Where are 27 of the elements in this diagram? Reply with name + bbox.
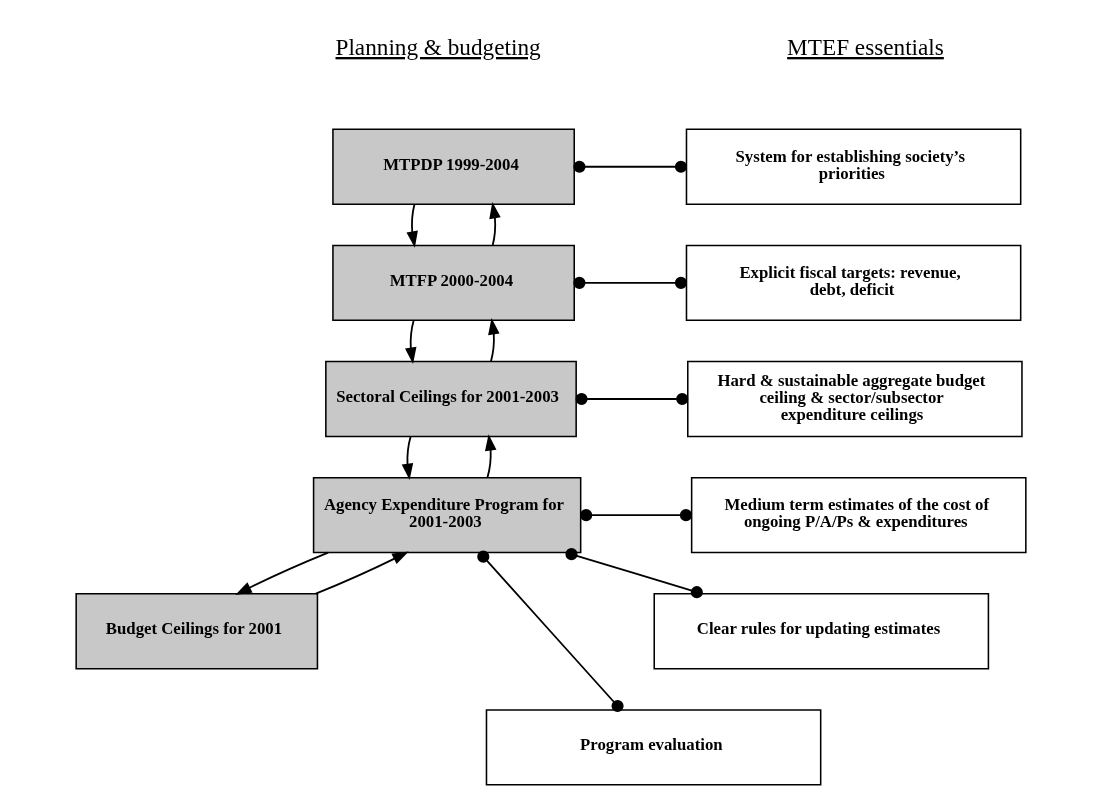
connector — [565, 548, 703, 599]
arrow — [488, 318, 500, 363]
label: Planning & budgeting — [335, 34, 541, 60]
node-box: MTPDP 1999-2004 — [332, 128, 575, 205]
label: MTEF essentials — [787, 34, 944, 60]
node-box: System for establishing society’s priorities — [685, 128, 1022, 205]
node-box: Clear rules for updating estimates — [653, 593, 990, 670]
node-box: Agency Expenditure Program for 2001-2003 — [312, 476, 582, 554]
node-box: Medium term estimates of the cost of ongoing P/A/Ps & expenditures — [690, 476, 1027, 554]
node-box: Budget Ceilings for 2001 — [75, 593, 319, 670]
node-box: Program evaluation — [485, 709, 822, 786]
node-box: Sectoral Ceilings for 2001-2003 — [325, 360, 577, 438]
connector — [477, 550, 624, 713]
connector — [573, 160, 687, 173]
node-box: MTFP 2000-2004 — [332, 244, 575, 322]
arrow — [406, 203, 418, 248]
arrow — [315, 551, 409, 595]
connector — [580, 509, 693, 522]
node-box: Explicit fiscal targets: revenue, debt, deficit — [685, 244, 1022, 322]
arrow — [405, 319, 417, 364]
node-box: Hard & sustainable aggregate budget ceiling & sector/subsector expenditure ceilings — [687, 360, 1023, 438]
connector — [575, 392, 689, 406]
arrow — [484, 434, 497, 479]
arrow — [235, 551, 330, 595]
connector — [573, 276, 687, 289]
arrow — [489, 201, 501, 246]
arrow — [401, 435, 414, 481]
